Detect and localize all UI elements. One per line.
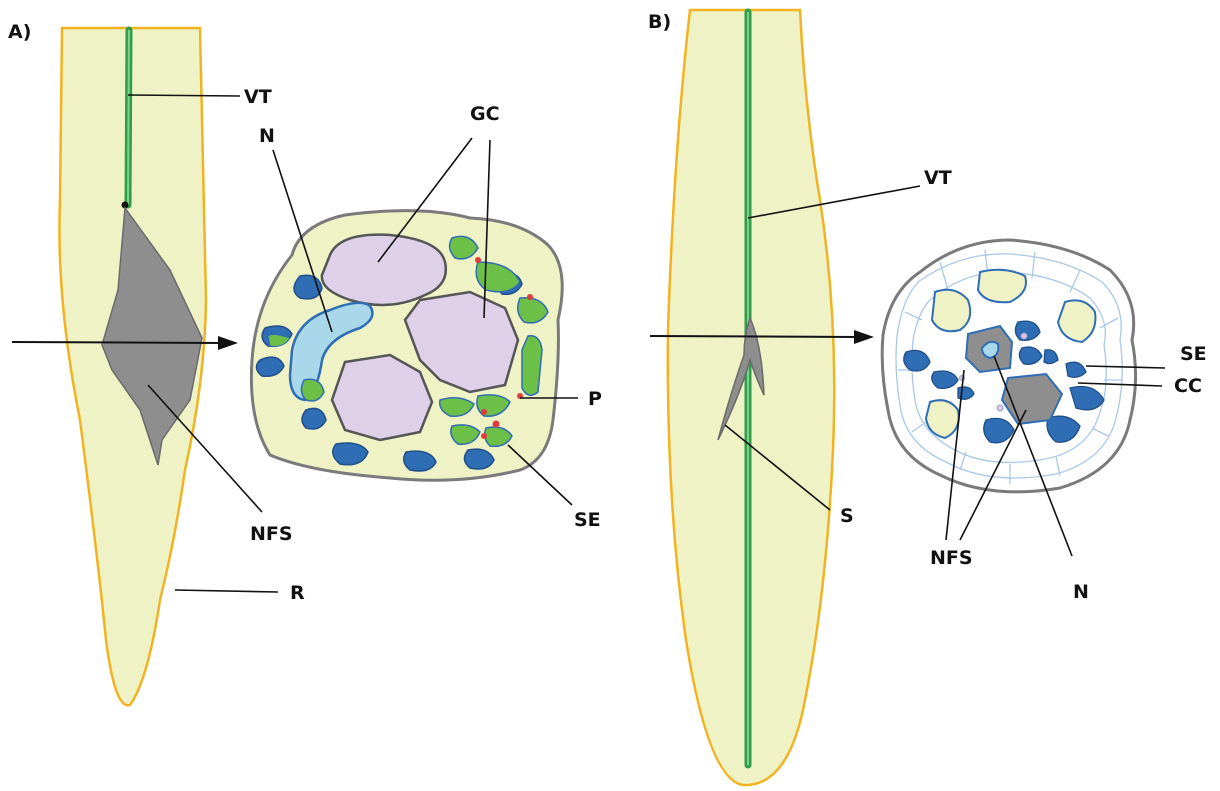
label-a-nfs: NFS — [250, 523, 293, 545]
label-a-gc: GC — [470, 103, 500, 125]
label-a-vt: VT — [244, 86, 272, 108]
panel-a: A) — [8, 21, 602, 705]
label-a-r: R — [290, 582, 305, 604]
label-b-nfs: NFS — [930, 547, 973, 569]
label-b-n: N — [1073, 581, 1089, 603]
label-a-p: P — [588, 388, 602, 410]
label-a-se: SE — [574, 509, 601, 531]
label-b-vt: VT — [924, 167, 952, 189]
nematode-b — [982, 342, 998, 358]
panel-b: B) — [648, 10, 1207, 785]
label-b-s: S — [840, 505, 854, 527]
panel-b-label: B) — [648, 11, 671, 33]
giant-cell-1 — [322, 235, 446, 305]
label-a-n: N — [259, 125, 275, 147]
cross-section-a — [251, 211, 562, 481]
label-b-se: SE — [1180, 343, 1207, 365]
panel-a-label: A) — [8, 21, 31, 43]
label-b-cc: CC — [1174, 375, 1202, 397]
